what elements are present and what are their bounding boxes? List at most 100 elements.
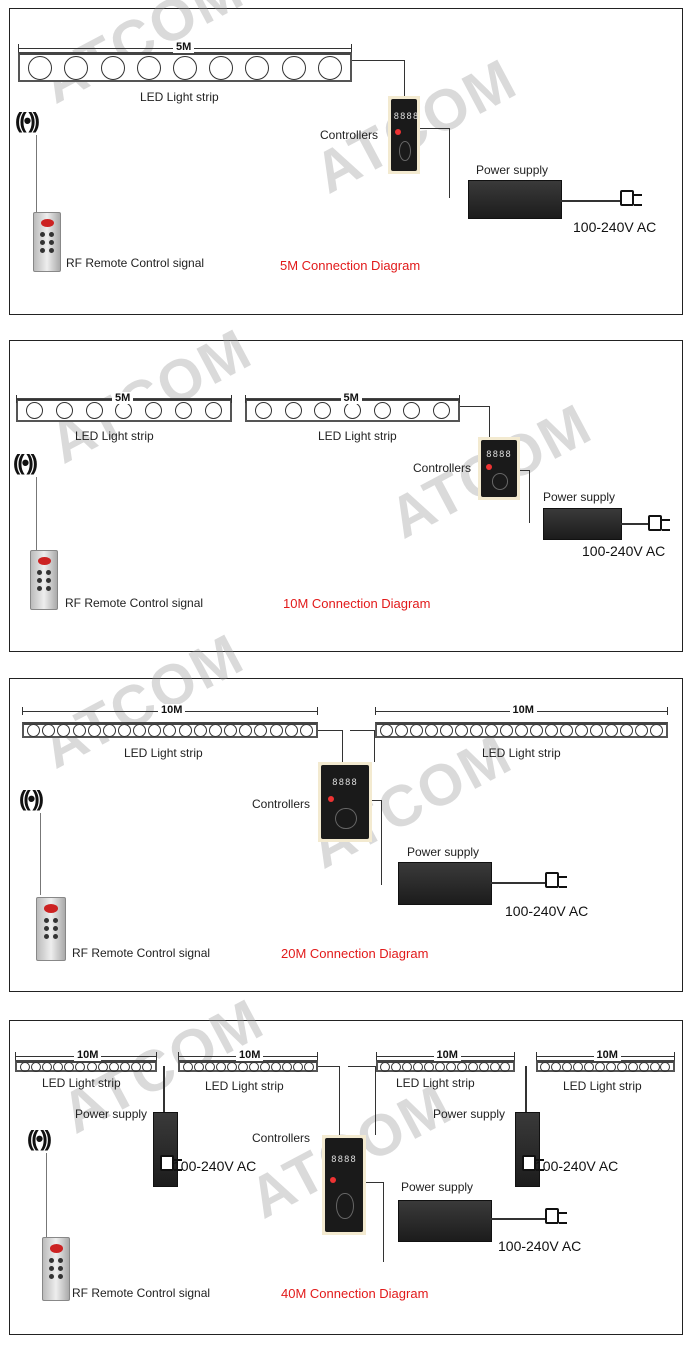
ac-plug-icon bbox=[620, 190, 642, 206]
led-bead bbox=[530, 724, 543, 737]
led-bead bbox=[72, 724, 86, 737]
power-supply-label: Power supply bbox=[401, 1180, 474, 1194]
strip-label: LED Light strip bbox=[124, 746, 203, 760]
led-bead bbox=[19, 1061, 30, 1072]
ac-plug-icon bbox=[545, 872, 567, 888]
remote-antenna bbox=[40, 813, 41, 895]
led-bead bbox=[403, 402, 421, 419]
led-bead bbox=[86, 1061, 97, 1072]
strip-length-label: 10M bbox=[158, 704, 186, 716]
led-bead bbox=[136, 55, 161, 80]
led-bead bbox=[478, 1061, 489, 1072]
led-bead bbox=[489, 1061, 500, 1072]
led-bead bbox=[174, 402, 192, 419]
power-supply-label: Power supply bbox=[476, 163, 549, 177]
led-bead bbox=[85, 402, 103, 419]
strip-label: LED Light strip bbox=[75, 429, 154, 443]
strip-wire bbox=[318, 1066, 340, 1135]
strip-wire bbox=[350, 730, 375, 762]
led-bead bbox=[515, 724, 528, 737]
ac-cable bbox=[490, 882, 545, 884]
voltage-label: 100-240V AC bbox=[573, 219, 657, 235]
led-bead bbox=[193, 1061, 204, 1072]
led-bead bbox=[500, 724, 513, 737]
led-light-strip bbox=[536, 1060, 675, 1072]
led-bead bbox=[594, 1061, 605, 1072]
ac-plug-icon bbox=[160, 1155, 182, 1171]
led-bead bbox=[56, 402, 74, 419]
controller-label: Controllers bbox=[413, 461, 472, 475]
rf-remote-control bbox=[42, 1237, 70, 1301]
led-bead bbox=[64, 55, 89, 80]
power-supply bbox=[398, 1200, 492, 1242]
strip-wire bbox=[352, 60, 405, 96]
power-wire bbox=[372, 800, 382, 885]
led-bead bbox=[259, 1061, 270, 1072]
led-bead bbox=[292, 1061, 303, 1072]
direction-pad bbox=[335, 807, 357, 830]
led-bead bbox=[239, 724, 253, 737]
strip-label: LED Light strip bbox=[205, 1079, 284, 1093]
direction-pad bbox=[336, 1192, 354, 1219]
diagram-title: 10M Connection Diagram bbox=[283, 596, 431, 611]
voltage-label: 100-240V AC bbox=[505, 903, 589, 919]
led-controller: 8888 bbox=[478, 437, 520, 500]
led-bead bbox=[53, 1061, 64, 1072]
led-light-strip bbox=[18, 52, 352, 82]
rf-remote-control bbox=[36, 897, 66, 961]
strip-length-label: 10M bbox=[74, 1049, 102, 1061]
led-bead bbox=[204, 402, 222, 419]
power-supply-label: Power supply bbox=[407, 845, 480, 859]
remote-power-button bbox=[40, 218, 54, 227]
led-light-strip bbox=[15, 1060, 157, 1072]
led-bead bbox=[269, 724, 283, 737]
led-bead bbox=[467, 1061, 478, 1072]
led-bead bbox=[270, 1061, 281, 1072]
led-bead bbox=[245, 55, 270, 80]
led-bead bbox=[145, 402, 163, 419]
led-light-strip bbox=[178, 1060, 318, 1072]
led-bead bbox=[660, 1061, 671, 1072]
power-supply bbox=[468, 180, 562, 219]
voltage-label: 100-240V AC bbox=[582, 543, 666, 559]
remote-antenna bbox=[46, 1153, 47, 1237]
strip-label: LED Light strip bbox=[42, 1076, 121, 1090]
led-bead bbox=[182, 1061, 193, 1072]
led-bead bbox=[178, 724, 192, 737]
led-bead bbox=[440, 724, 453, 737]
led-bead bbox=[380, 724, 393, 737]
controller-face: 8888 bbox=[325, 1138, 363, 1232]
led-bead bbox=[445, 1061, 456, 1072]
led-controller: 8888 bbox=[318, 762, 372, 842]
led-bead bbox=[237, 1061, 248, 1072]
remote-power-button bbox=[49, 1244, 63, 1253]
led-bead bbox=[470, 724, 483, 737]
led-bead bbox=[616, 1061, 627, 1072]
led-bead bbox=[133, 724, 147, 737]
voltage-label: 100-240V AC bbox=[535, 1158, 619, 1174]
remote-keypad bbox=[43, 917, 59, 939]
remote-keypad bbox=[40, 231, 55, 253]
ac-cable bbox=[490, 1218, 545, 1220]
power-supply-label: Power supply bbox=[75, 1107, 148, 1121]
led-bead bbox=[118, 724, 132, 737]
led-bead bbox=[148, 724, 162, 737]
ac-plug-icon bbox=[648, 515, 670, 531]
led-bead bbox=[620, 724, 633, 737]
led-bead bbox=[303, 1061, 314, 1072]
led-bead bbox=[410, 724, 423, 737]
direction-pad bbox=[491, 473, 509, 490]
voltage-label: 100-240V AC bbox=[173, 1158, 257, 1174]
led-bead bbox=[373, 402, 391, 419]
strip-length-label: 10M bbox=[593, 1049, 621, 1061]
wireless-signal-icon: ((•)) bbox=[13, 450, 38, 475]
controller-display: 8888 bbox=[331, 1154, 357, 1165]
led-bead bbox=[627, 1061, 638, 1072]
strip-label: LED Light strip bbox=[563, 1079, 642, 1093]
led-bead bbox=[562, 1061, 573, 1072]
strip-length-label: 5M bbox=[340, 392, 362, 404]
led-bead bbox=[97, 1061, 108, 1072]
led-light-strip bbox=[376, 1060, 515, 1072]
led-bead bbox=[131, 1061, 142, 1072]
led-bead bbox=[41, 1061, 52, 1072]
